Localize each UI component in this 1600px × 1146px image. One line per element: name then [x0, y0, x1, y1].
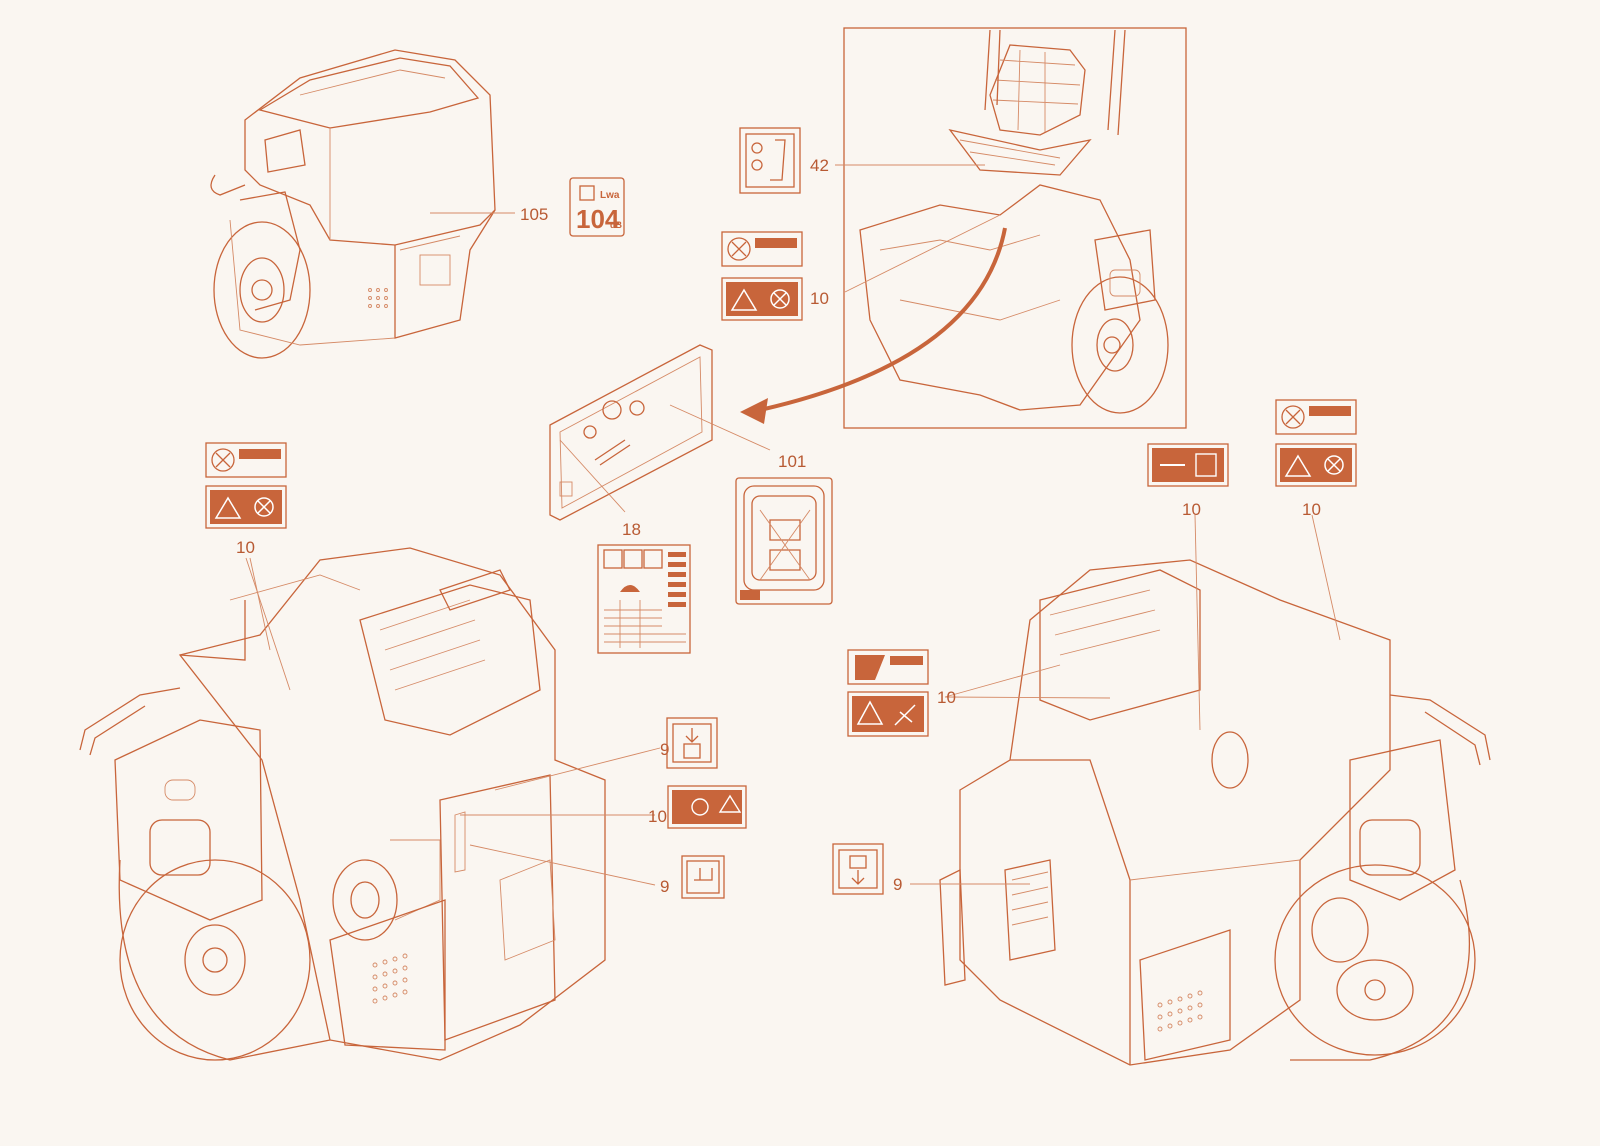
- noise-value: 104: [576, 204, 620, 234]
- callout-9-a: 9: [660, 740, 669, 759]
- noise-unit-top: Lwa: [600, 190, 620, 201]
- callout-9-b: 9: [660, 877, 669, 896]
- callout-18: 18: [622, 520, 641, 539]
- machine-hood-view: [210, 49, 515, 359]
- machine-right-view: [910, 514, 1491, 1066]
- manual-decal: [1147, 443, 1229, 487]
- decal-9-right: [832, 843, 884, 895]
- lifting-points-decal: [735, 477, 833, 605]
- tool-panel: [549, 344, 771, 521]
- callout-10-right-b: 10: [1302, 500, 1321, 519]
- machine-left-view: [79, 547, 661, 1061]
- callout-10-mid-right: 10: [937, 688, 956, 707]
- callout-10-left: 10: [236, 538, 255, 557]
- crush-warning-decal: [847, 649, 929, 737]
- callout-42: 42: [810, 156, 829, 175]
- decal-10-center: [667, 785, 747, 829]
- noise-unit: dB: [610, 220, 622, 230]
- maintenance-chart-decal: [597, 544, 691, 654]
- callout-10-top: 10: [810, 289, 829, 308]
- operator-inset: [740, 27, 1187, 429]
- callout-105: 105: [520, 205, 548, 224]
- warning-decal-right: [1275, 399, 1357, 487]
- decal-9-b: [681, 855, 725, 899]
- callout-10-right-a: 10: [1182, 500, 1201, 519]
- lever-decal: [739, 127, 801, 194]
- warning-decal-left: [205, 442, 287, 529]
- decal-9-a: [666, 717, 718, 769]
- callout-10-center: 10: [648, 807, 667, 826]
- callout-101: 101: [778, 452, 806, 471]
- noise-decal: Lwa 104 dB: [569, 177, 625, 237]
- callout-9-right: 9: [893, 875, 902, 894]
- warning-decal-top: [721, 231, 803, 321]
